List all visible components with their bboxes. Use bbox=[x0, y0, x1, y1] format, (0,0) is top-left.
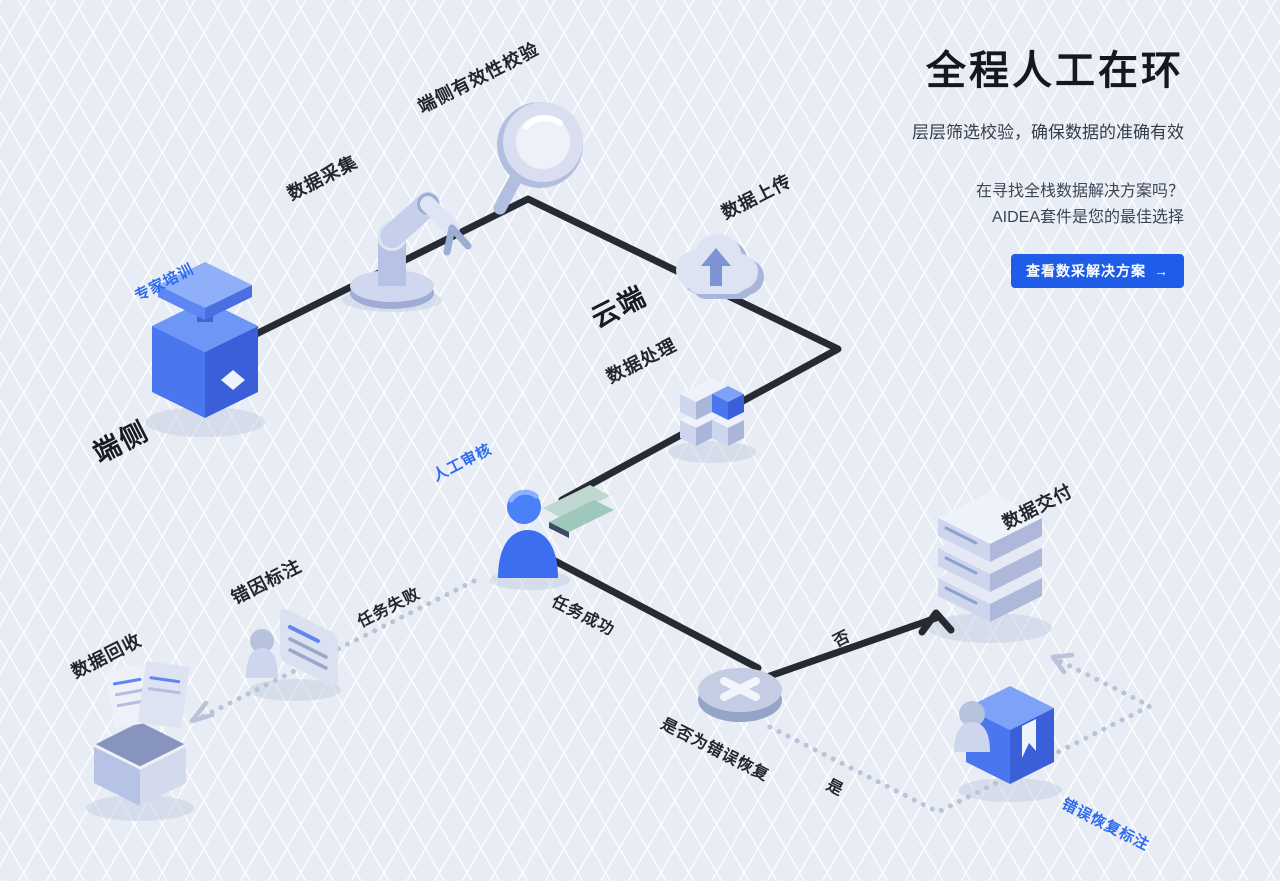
x-mark-icon bbox=[720, 677, 760, 701]
decision-node-icon bbox=[698, 668, 782, 722]
robot-arm-icon bbox=[350, 192, 472, 309]
dotted-arrowhead-up-icon bbox=[1050, 652, 1075, 675]
arrow-right-icon: → bbox=[1154, 262, 1169, 279]
error-recovery-icon bbox=[954, 686, 1054, 784]
pitch-line-2: AIDEA套件是您的最佳选择 bbox=[991, 209, 1184, 227]
pitch-line-1: 在寻找全栈数据解决方案吗？ bbox=[975, 183, 1184, 200]
podium-icon bbox=[152, 262, 258, 418]
flow-arrowhead-icon bbox=[918, 609, 955, 636]
bookmark-ribbon-icon bbox=[1022, 719, 1036, 758]
server-icon bbox=[938, 492, 1042, 622]
reviewer-icon bbox=[498, 485, 614, 578]
cta-label: 查看数采解决方案 bbox=[1026, 262, 1146, 279]
laptop-icon bbox=[543, 485, 610, 519]
header: 全程人工在环 层层筛选校验，确保数据的准确有效 在寻找全栈数据解决方案吗？ AI… bbox=[744, 38, 1184, 288]
task-failed-dotted-line bbox=[193, 578, 477, 723]
cube-cluster-icon bbox=[680, 378, 744, 446]
pitch-text: 在寻找全栈数据解决方案吗？ AIDEA套件是您的最佳选择 bbox=[744, 179, 1184, 232]
dotted-arrowhead-left-icon bbox=[189, 700, 215, 724]
page-title: 全程人工在环 bbox=[926, 49, 1184, 93]
recycle-box-icon bbox=[93, 661, 190, 806]
page-subtitle: 层层筛选校验，确保数据的准确有效 bbox=[912, 123, 1184, 142]
upload-arrow-icon bbox=[701, 248, 731, 286]
error-annotation-icon bbox=[246, 608, 338, 687]
magnifier-icon bbox=[493, 102, 583, 215]
cloud-upload-icon bbox=[676, 234, 764, 299]
error-recovery-dotted-line bbox=[767, 657, 1156, 815]
cta-button[interactable]: 查看数采解决方案 → bbox=[1011, 253, 1184, 288]
